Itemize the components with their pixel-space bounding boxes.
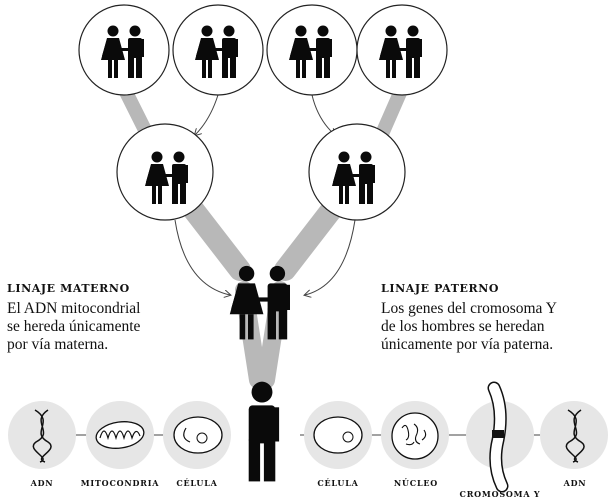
paternal-heading: LINAJE PATERNO	[381, 282, 500, 295]
label-adn-left: ADN	[30, 478, 54, 488]
child-figure	[248, 381, 280, 482]
paternal-line-1: Los genes del cromosoma Y	[381, 300, 557, 317]
parents-couple-paternal	[308, 123, 406, 221]
label-mitocondria: MITOCONDRIA	[80, 478, 160, 488]
paternal-line-2: de los hombres se heredan	[381, 318, 545, 335]
paternal-lineage-text: LINAJE PATERNO Los genes del cromosoma Y…	[381, 280, 601, 354]
dna-right-circle	[540, 401, 608, 469]
cell-left-circle	[163, 401, 231, 469]
maternal-line-1: El ADN mitocondrial	[7, 300, 141, 317]
cell-right-circle	[304, 401, 372, 469]
label-celula-right: CÉLULA	[317, 478, 359, 488]
grandparents-couple-4	[356, 4, 448, 96]
dna-left-circle	[8, 401, 76, 469]
label-nucleo: NÚCLEO	[393, 478, 439, 488]
maternal-line-3: por vía materna.	[7, 336, 109, 353]
maternal-line-2: se hereda únicamente	[7, 318, 141, 335]
label-celula-left: CÉLULA	[176, 478, 218, 488]
mitochondria-circle	[86, 401, 154, 469]
grandparents-couple-1	[78, 4, 170, 96]
maternal-heading: LINAJE MATERNO	[7, 282, 130, 295]
grandparents-couple-2	[172, 4, 264, 96]
grandparents-couple-3	[266, 4, 358, 96]
maternal-lineage-text: LINAJE MATERNO El ADN mitocondrial se he…	[7, 280, 197, 354]
parents-couple-maternal	[116, 123, 214, 221]
label-adn-right: ADN	[563, 478, 587, 488]
y-chromosome-circle	[466, 381, 534, 493]
paternal-line-3: únicamente por vía paterna.	[381, 336, 554, 353]
label-cromosoma-y: CROMOSOMA Y	[459, 489, 541, 499]
nucleus-circle	[381, 401, 449, 469]
